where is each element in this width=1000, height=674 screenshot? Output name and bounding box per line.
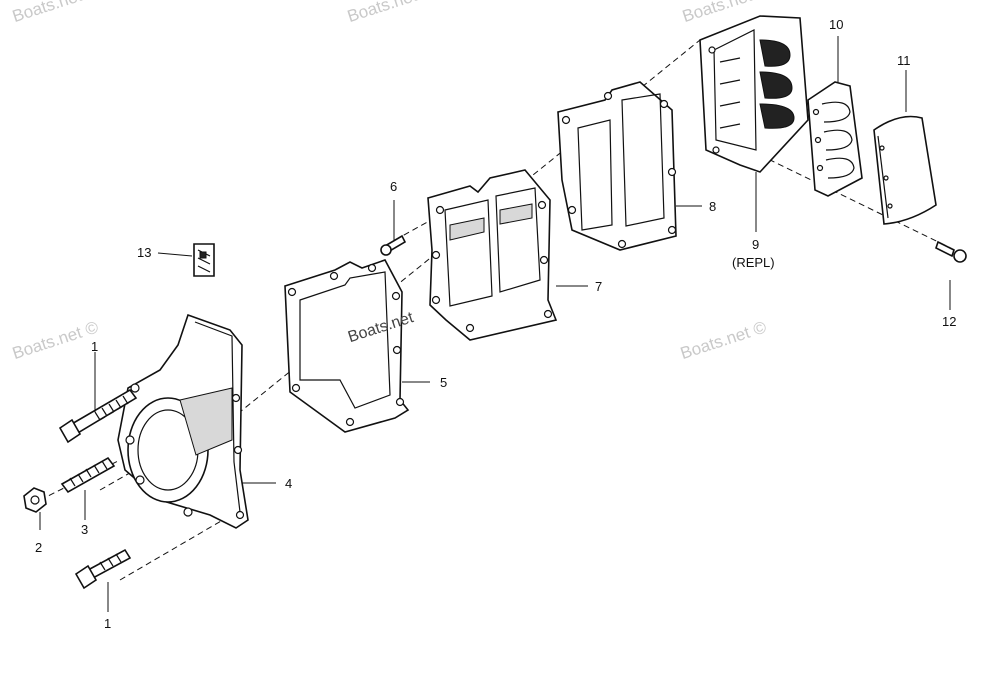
callout-12: 12 bbox=[942, 314, 957, 329]
part-11-reed-stop bbox=[873, 115, 937, 225]
part-7-spacer-plate bbox=[427, 169, 558, 341]
leader-lines bbox=[39, 36, 951, 612]
part-6-screw bbox=[380, 234, 407, 256]
part-5-gasket bbox=[284, 259, 410, 433]
part-8-gasket bbox=[557, 81, 677, 251]
part-12-screw bbox=[935, 240, 967, 263]
callout-9: 9 bbox=[752, 237, 760, 252]
callout-5: 5 bbox=[440, 375, 448, 390]
part-2-nut bbox=[23, 487, 47, 513]
part-10-reed-petals bbox=[807, 81, 863, 197]
part-3-stud bbox=[60, 456, 116, 494]
callout-1-lower: 1 bbox=[104, 616, 112, 631]
part-13-small-bracket bbox=[193, 243, 215, 277]
callout-4: 4 bbox=[285, 476, 293, 491]
part-1-lower-bolt bbox=[74, 548, 132, 590]
callout-6: 6 bbox=[390, 179, 398, 194]
callout-7: 7 bbox=[595, 279, 603, 294]
callout-2: 2 bbox=[35, 540, 43, 555]
callout-1-upper: 1 bbox=[91, 339, 99, 354]
part-9-reed-block bbox=[699, 15, 809, 173]
part-4-adapter-plate bbox=[117, 313, 249, 529]
callout-11: 11 bbox=[897, 53, 911, 68]
callout-8: 8 bbox=[709, 199, 717, 214]
callout-9-repl-note: (REPL) bbox=[732, 255, 775, 270]
callout-3: 3 bbox=[81, 522, 89, 537]
part-1-upper-bolt bbox=[58, 388, 138, 444]
callout-13: 13 bbox=[137, 245, 152, 260]
callout-10: 10 bbox=[829, 17, 844, 32]
